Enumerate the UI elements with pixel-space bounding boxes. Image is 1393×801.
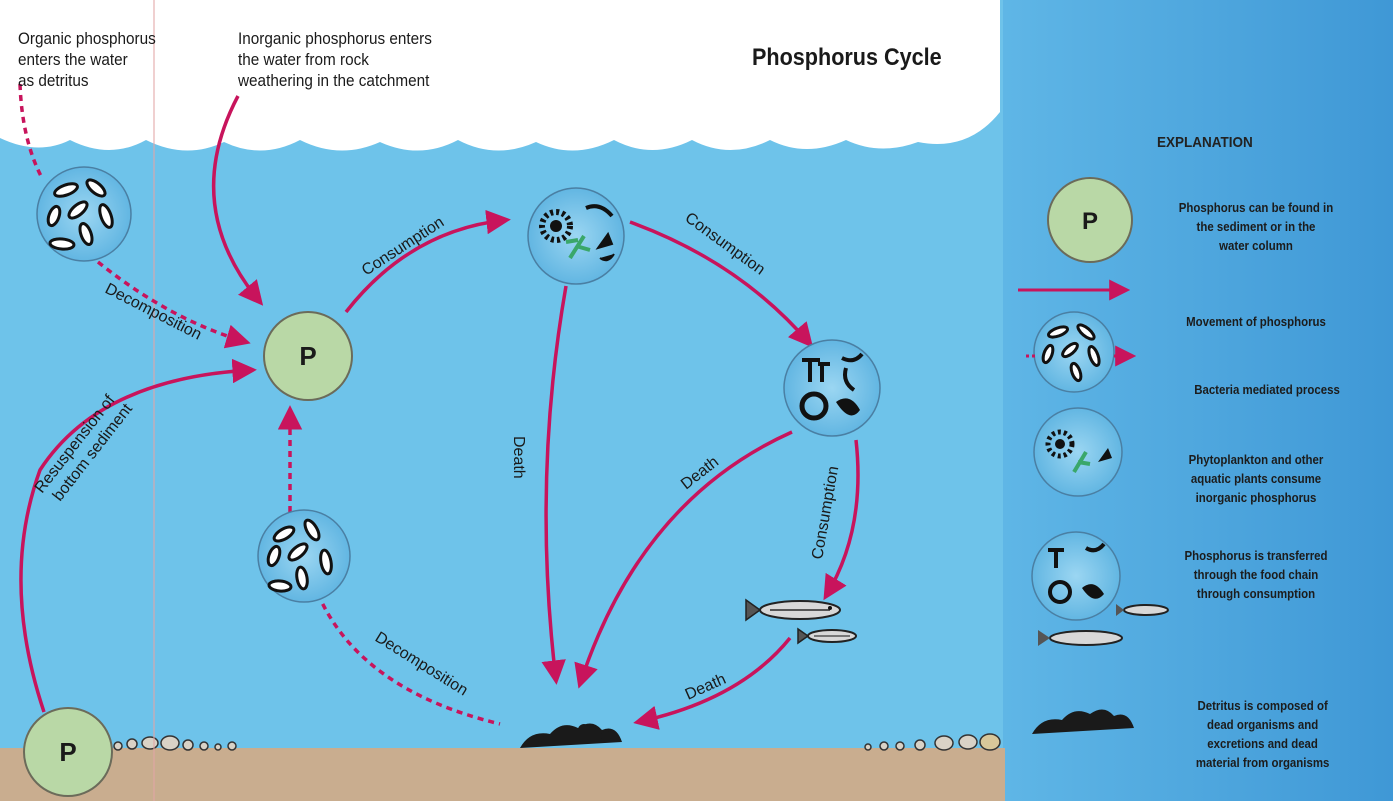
phytoplankton-circle-icon [1034, 408, 1122, 496]
bacteria-bubble-top [37, 167, 131, 261]
legend-line: material from organisms [1168, 753, 1357, 772]
legend-line: dead organisms and [1168, 715, 1357, 734]
legend-line: aquatic plants consume [1168, 469, 1344, 488]
legend-line: Bacteria mediated process [1168, 380, 1366, 399]
svg-text:P: P [299, 341, 316, 371]
inorganic-note-line: Inorganic phosphorus enters [238, 28, 432, 49]
organic-note-line: as detritus [18, 70, 156, 91]
legend-line: water column [1168, 236, 1344, 255]
legend-line: inorganic phosphorus [1168, 488, 1344, 507]
bacteria-bubble-middle [258, 510, 350, 602]
legend-line: through consumption [1168, 584, 1344, 603]
legend-line: excretions and dead [1168, 734, 1357, 753]
svg-text:P: P [1082, 208, 1098, 235]
zooplankton-bubble [784, 340, 880, 436]
legend-item-food-chain: Phosphorus is transferred through the fo… [1168, 546, 1344, 603]
phosphorus-circle-icon: P [1048, 178, 1132, 262]
legend-line: Detritus is composed of [1168, 696, 1357, 715]
legend-title: EXPLANATION [1157, 134, 1253, 151]
svg-text:P: P [59, 737, 76, 767]
legend-line: Movement of phosphorus [1168, 312, 1344, 331]
legend-item-phosphorus: Phosphorus can be found in the sediment … [1168, 198, 1344, 255]
inorganic-phosphorus-note: Inorganic phosphorus enters the water fr… [238, 28, 432, 91]
legend-item-movement: Movement of phosphorus [1168, 312, 1344, 331]
legend-line: Phytoplankton and other [1168, 450, 1344, 469]
phosphorus-node-water: P [264, 312, 352, 400]
legend-panel [1003, 0, 1393, 801]
bottom-sediment [0, 748, 1005, 801]
legend-item-detritus: Detritus is composed of dead organisms a… [1168, 696, 1357, 772]
legend-line: through the food chain [1168, 565, 1344, 584]
phytoplankton-bubble [528, 188, 624, 284]
legend-line: Phosphorus can be found in [1168, 198, 1344, 217]
organic-note-line: Organic phosphorus [18, 28, 156, 49]
legend-line: Phosphorus is transferred [1168, 546, 1344, 565]
legend-item-bacteria: Bacteria mediated process [1168, 380, 1366, 399]
legend-line: the sediment or in the [1168, 217, 1344, 236]
legend-item-phytoplankton: Phytoplankton and other aquatic plants c… [1168, 450, 1344, 507]
organic-phosphorus-note: Organic phosphorus enters the water as d… [18, 28, 156, 91]
inorganic-note-line: weathering in the catchment [238, 70, 432, 91]
label-death-1: Death [510, 436, 527, 479]
inorganic-note-line: the water from rock [238, 49, 432, 70]
organic-note-line: enters the water [18, 49, 156, 70]
phosphorus-node-sediment: P [24, 708, 112, 796]
diagram-title: Phosphorus Cycle [752, 44, 942, 72]
